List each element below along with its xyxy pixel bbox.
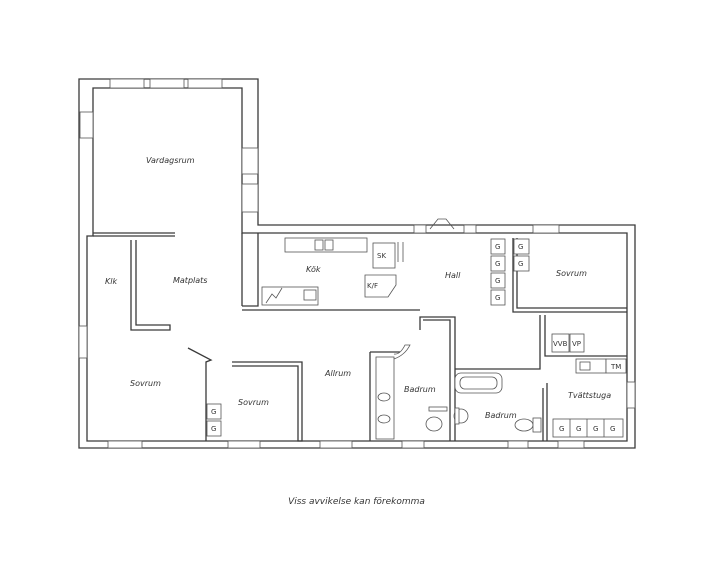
wardrobe-label: G [559, 425, 564, 433]
room-label-kok: Kök [306, 265, 321, 274]
room-label-hall: Hall [445, 271, 461, 280]
room-label-klk: Klk [105, 277, 117, 286]
exterior-walls [78, 78, 636, 449]
wardrobe-label: G [610, 425, 615, 433]
room-label-sovrum-s: Sovrum [238, 398, 269, 407]
room-label-vardagsrum: Vardagsrum [146, 156, 195, 165]
wardrobe-label: G [576, 425, 581, 433]
wardrobe-label: G [495, 260, 500, 268]
wardrobes [206, 238, 530, 437]
room-labels: Vardagsrum Matplats Klk Kök SK K/F Hall … [105, 156, 621, 420]
room-label-badrum-1: Badrum [404, 385, 436, 394]
room-label-badrum-2: Badrum [485, 411, 517, 420]
room-label-allrum: Allrum [324, 369, 351, 378]
interior-walls [93, 232, 627, 442]
bathroom-fixtures [375, 344, 542, 440]
wardrobe-label: G [518, 260, 523, 268]
disclaimer-caption: Viss avvikelse kan förekomma [288, 497, 425, 507]
fixture-label-vp: VP [572, 340, 581, 348]
fixture-label-tm: TM [610, 363, 621, 371]
wardrobe-labels: G G G G G G G G G G G G [211, 243, 615, 433]
wardrobe-label: G [518, 243, 523, 251]
wardrobe-label: G [495, 277, 500, 285]
room-label-sovrum-sw: Sovrum [130, 379, 161, 388]
room-label-sovrum-ne: Sovrum [556, 269, 587, 278]
kitchen-fixtures [261, 237, 404, 306]
wardrobe-label: G [593, 425, 598, 433]
room-label-matplats: Matplats [173, 276, 207, 285]
room-label-tvattstuga: Tvättstuga [568, 391, 611, 400]
windows [78, 78, 636, 449]
wardrobe-label: G [495, 243, 500, 251]
utility-fixtures [551, 333, 627, 438]
fixture-label-sk: SK [377, 252, 386, 260]
wardrobe-label: G [211, 425, 216, 433]
wardrobe-label: G [495, 294, 500, 302]
wardrobe-label: G [211, 408, 216, 416]
fixture-label-kf: K/F [367, 282, 378, 290]
fixture-label-vvb: VVB [553, 340, 568, 348]
